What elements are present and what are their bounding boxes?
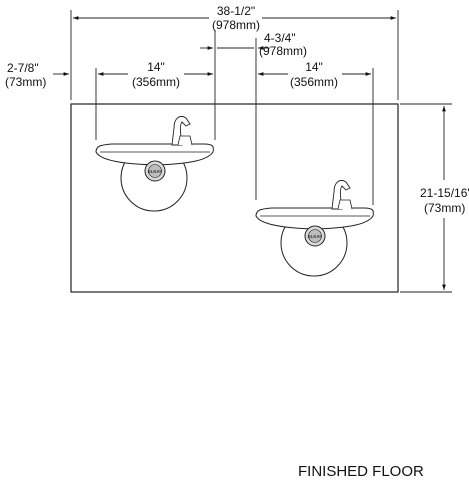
overall-width-metric: (978mm) — [212, 18, 260, 32]
left-offset-metric: (73mm) — [5, 75, 46, 89]
overall-width-imperial: 38-1/2" — [217, 4, 255, 18]
left-fountain-bowl — [95, 143, 214, 166]
right-fountain-bubbler — [331, 180, 351, 210]
left-fountain-width-dimension — [95, 68, 213, 140]
mounting-plate — [70, 103, 399, 293]
left-fountain — [95, 116, 214, 212]
left-fountain-width-metric: (356mm) — [132, 75, 180, 89]
center-gap-imperial: 4-3/4" — [264, 31, 296, 45]
finished-floor-label: FINISHED FLOOR — [298, 463, 424, 480]
left-fountain-brand-logo: ELKAY — [148, 169, 163, 174]
left-offset-imperial: 2-7/8" — [7, 61, 39, 75]
right-fountain-bowl — [255, 207, 374, 230]
center-gap-metric: (978mm) — [259, 44, 307, 58]
height-imperial: 21-15/16' — [420, 186, 469, 200]
height-metric: (73mm) — [424, 201, 465, 215]
left-fountain-width-imperial: 14" — [147, 60, 165, 74]
overall-width-dimension — [70, 10, 399, 100]
right-fountain — [255, 180, 374, 277]
right-fountain-brand-logo: ELKAY — [308, 234, 323, 239]
left-fountain-bubbler — [171, 116, 191, 146]
right-fountain-width-metric: (356mm) — [290, 75, 338, 89]
right-fountain-width-dimension — [258, 68, 374, 205]
height-dimension — [400, 103, 452, 293]
right-fountain-width-imperial: 14" — [305, 60, 323, 74]
center-gap-dimension — [200, 30, 270, 200]
